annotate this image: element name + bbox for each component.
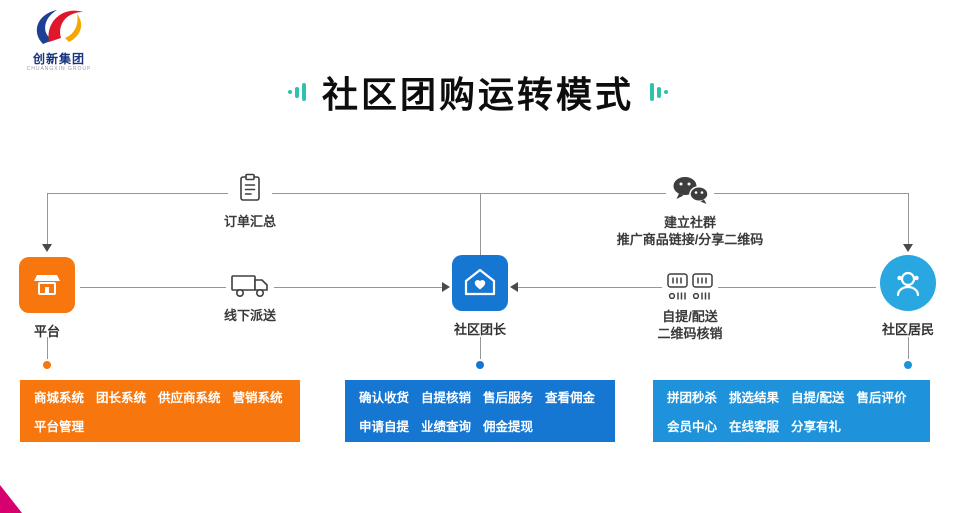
arrow-down-platform-icon [42,244,52,252]
feature-item: 申请自提 [359,420,410,434]
logo-swirl-icon [27,10,91,52]
order-clipboard-icon [228,167,272,209]
feature-item: 平台管理 [34,420,85,434]
feature-item: 售后服务 [483,391,534,405]
platform-node-label: 平台 [33,324,61,339]
logo-name: 创新集团 [32,52,85,66]
delivery-truck-icon [226,266,274,304]
platform-top-line [47,193,48,245]
wechat-label-line1: 建立社群 [663,215,717,230]
resident-node-label: 社区居民 [881,322,935,337]
corner-ribbon [0,485,22,513]
feature-item: 佣金提现 [483,420,534,434]
arrow-left-leader-icon [510,282,518,292]
feature-item: 供应商系统 [158,391,221,405]
leader-stub-line [480,337,481,359]
feature-item: 自提核销 [421,391,472,405]
feature-item: 自提/配送 [791,391,845,405]
leader-node-label: 社区团长 [453,322,507,337]
logo-subtext: CHUANGXIN GROUP [26,66,92,72]
feature-item: 确认收货 [359,391,410,405]
feature-item: 拼团秒杀 [667,391,718,405]
leader-connector-dot [476,361,484,369]
leader-feature-box: 确认收货 自提核销 售后服务 查看佣金 申请自提 业绩查询 佣金提现 [345,380,615,442]
qr-label-line1: 自提/配送 [662,309,718,324]
wechat-label-line2: 推广商品链接/分享二维码 [616,232,764,247]
offline-delivery-label: 线下派送 [223,308,277,323]
resident-feature-row-1: 拼团秒杀 挑选结果 自提/配送 售后评价 [667,387,916,406]
company-logo: 创新集团 CHUANGXIN GROUP [16,4,102,73]
feature-item: 售后评价 [856,391,907,405]
title-accent-left-icon [287,83,306,101]
leader-feature-row-2: 申请自提 业绩查询 佣金提现 [359,416,601,435]
feature-item: 业绩查询 [421,420,472,434]
resident-top-line [908,193,909,245]
platform-feature-box: 商城系统 团长系统 供应商系统 营销系统 平台管理 [20,380,300,442]
arrow-down-resident-icon [903,244,913,252]
title-text: 社区团购运转模式 [321,74,634,115]
page-title: 社区团购运转模式 [0,68,956,116]
qr-label-line2: 二维码核销 [657,326,723,341]
order-summary-label: 订单汇总 [223,214,277,229]
qrcode-scan-icon [662,268,718,306]
resident-feature-row-2: 会员中心 在线客服 分享有礼 [667,416,916,435]
platform-feature-row-2: 平台管理 [34,416,286,435]
leader-feature-row-1: 确认收货 自提核销 售后服务 查看佣金 [359,387,601,406]
feature-item: 会员中心 [667,420,718,434]
feature-item: 团长系统 [96,391,147,405]
leader-top-line [480,193,481,255]
platform-node-icon [19,257,75,313]
resident-node-icon [880,255,936,311]
resident-connector-dot [904,361,912,369]
feature-item: 商城系统 [34,391,85,405]
top-connector-line [47,193,908,194]
platform-stub-line [47,337,48,359]
resident-feature-box: 拼团秒杀 挑选结果 自提/配送 售后评价 会员中心 在线客服 分享有礼 [653,380,930,442]
platform-feature-row-1: 商城系统 团长系统 供应商系统 营销系统 [34,387,286,406]
arrow-right-leader-icon [442,282,450,292]
platform-connector-dot [43,361,51,369]
feature-item: 分享有礼 [791,420,842,434]
resident-stub-line [908,337,909,359]
leader-node-icon [452,255,508,311]
feature-item: 在线客服 [729,420,780,434]
feature-item: 营销系统 [232,391,283,405]
wechat-icon [666,170,714,210]
title-accent-right-icon [650,83,668,101]
feature-item: 查看佣金 [545,391,596,405]
feature-item: 挑选结果 [729,391,780,405]
